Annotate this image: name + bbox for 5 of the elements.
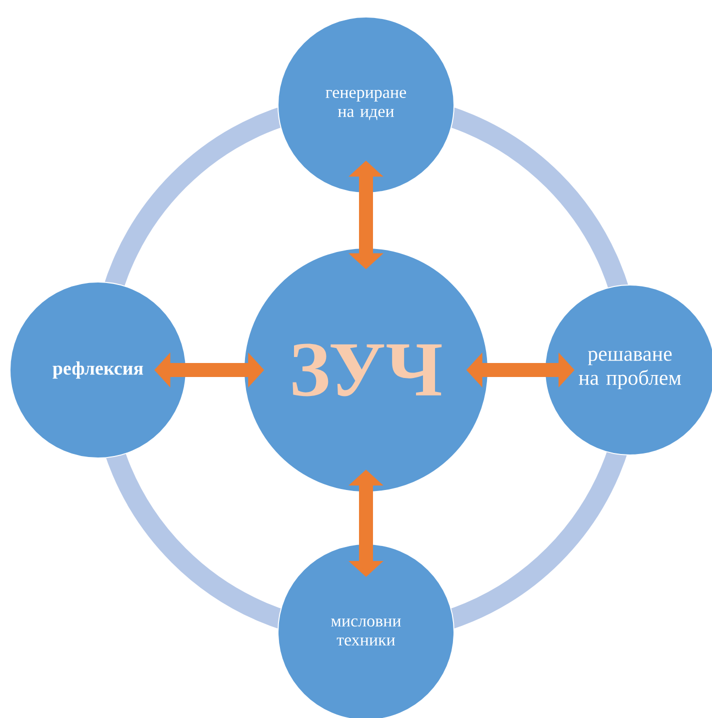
circle-node: мисловни техники — [278, 544, 454, 718]
circle-node: ЗУЧ — [244, 248, 488, 492]
circle-node: решаване на проблем — [544, 284, 712, 456]
circle-node: рефлексия — [10, 282, 186, 458]
circle-node: генериране на идеи — [278, 16, 454, 194]
